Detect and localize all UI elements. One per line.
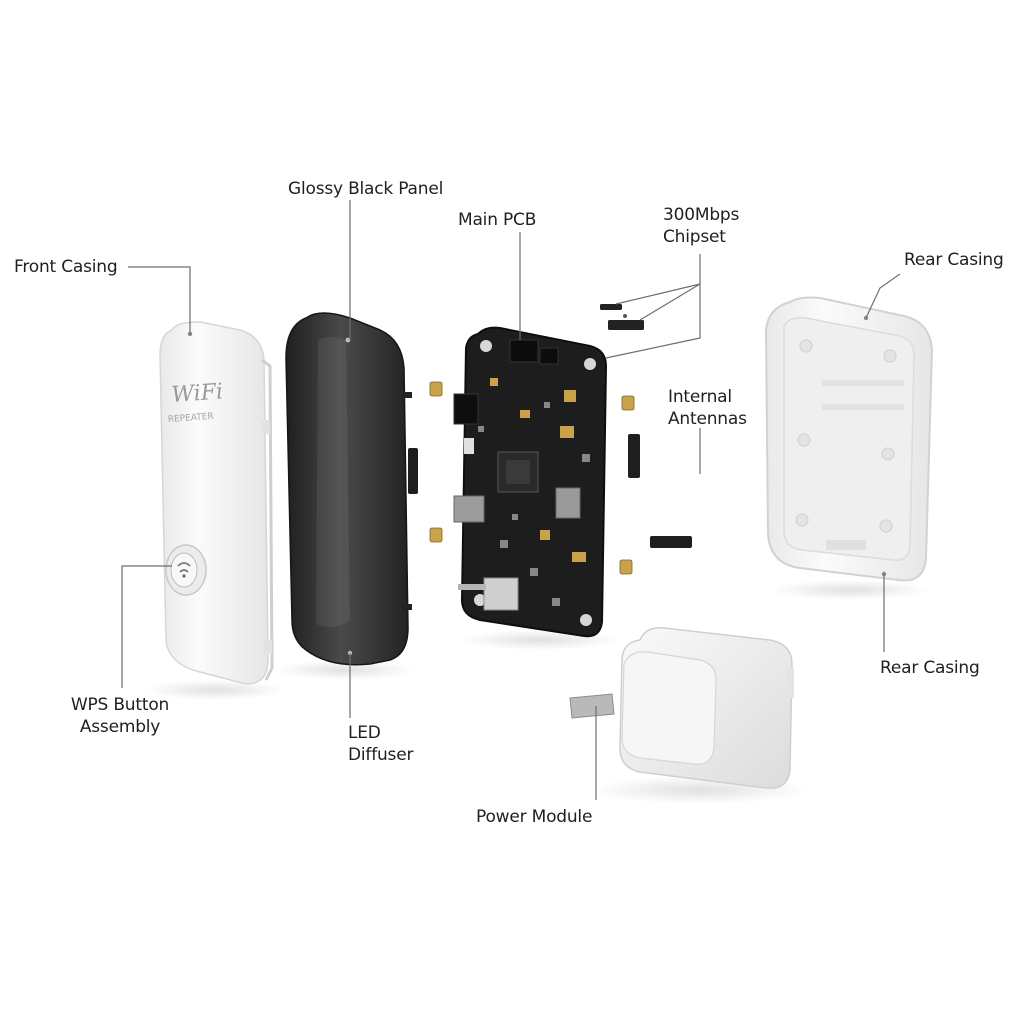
label-internal-antennas-line-1: Internal bbox=[668, 387, 732, 407]
leader-chipset bbox=[615, 254, 701, 305]
leader-rear-casing-top bbox=[865, 273, 901, 319]
leader-chipset-3 bbox=[605, 284, 701, 359]
internal-antennas bbox=[628, 434, 692, 548]
leader-front-casing bbox=[128, 266, 191, 334]
label-wps-line-1: WPS Button bbox=[70, 695, 170, 715]
label-chipset-line-1: 300Mbps bbox=[663, 205, 740, 225]
label-led-line-2: Diffuser bbox=[348, 745, 414, 765]
label-wps-button-assembly: WPS Button Assembly bbox=[68, 694, 172, 738]
label-led-line-1: LED bbox=[348, 723, 381, 743]
wps-button-icon bbox=[165, 544, 207, 596]
label-internal-antennas-line-2: Antennas bbox=[668, 409, 747, 429]
label-led-diffuser: LED Diffuser bbox=[348, 722, 413, 766]
main-pcb bbox=[453, 326, 620, 650]
power-module bbox=[569, 627, 810, 804]
label-internal-antennas: Internal Antennas bbox=[668, 386, 747, 430]
rear-casing bbox=[764, 296, 934, 600]
label-rear-casing-top: Rear Casing bbox=[904, 250, 1004, 270]
label-front-casing: Front Casing bbox=[14, 257, 118, 277]
leader-wps-button bbox=[121, 565, 172, 688]
label-chipset-line-2: Chipset bbox=[663, 227, 726, 247]
wifi-logo-wordmark: WiFi bbox=[171, 379, 224, 408]
label-power-module: Power Module bbox=[476, 807, 593, 827]
label-rear-casing-bottom: Rear Casing bbox=[880, 658, 980, 678]
leader-lines bbox=[121, 200, 901, 800]
label-wps-line-2: Assembly bbox=[79, 717, 161, 737]
glossy-black-panel bbox=[275, 312, 418, 680]
leader-chipset-2 bbox=[639, 283, 701, 321]
wifi-logo-subtitle: REPEATER bbox=[168, 412, 215, 425]
label-glossy-black-panel: Glossy Black Panel bbox=[288, 179, 444, 199]
chipset-parts bbox=[600, 304, 644, 330]
label-chipset: 300Mbps Chipset bbox=[663, 204, 739, 248]
label-main-pcb: Main PCB bbox=[458, 210, 537, 230]
front-casing: WiFi REPEATER bbox=[145, 321, 285, 700]
pcb-standoffs bbox=[429, 381, 635, 575]
